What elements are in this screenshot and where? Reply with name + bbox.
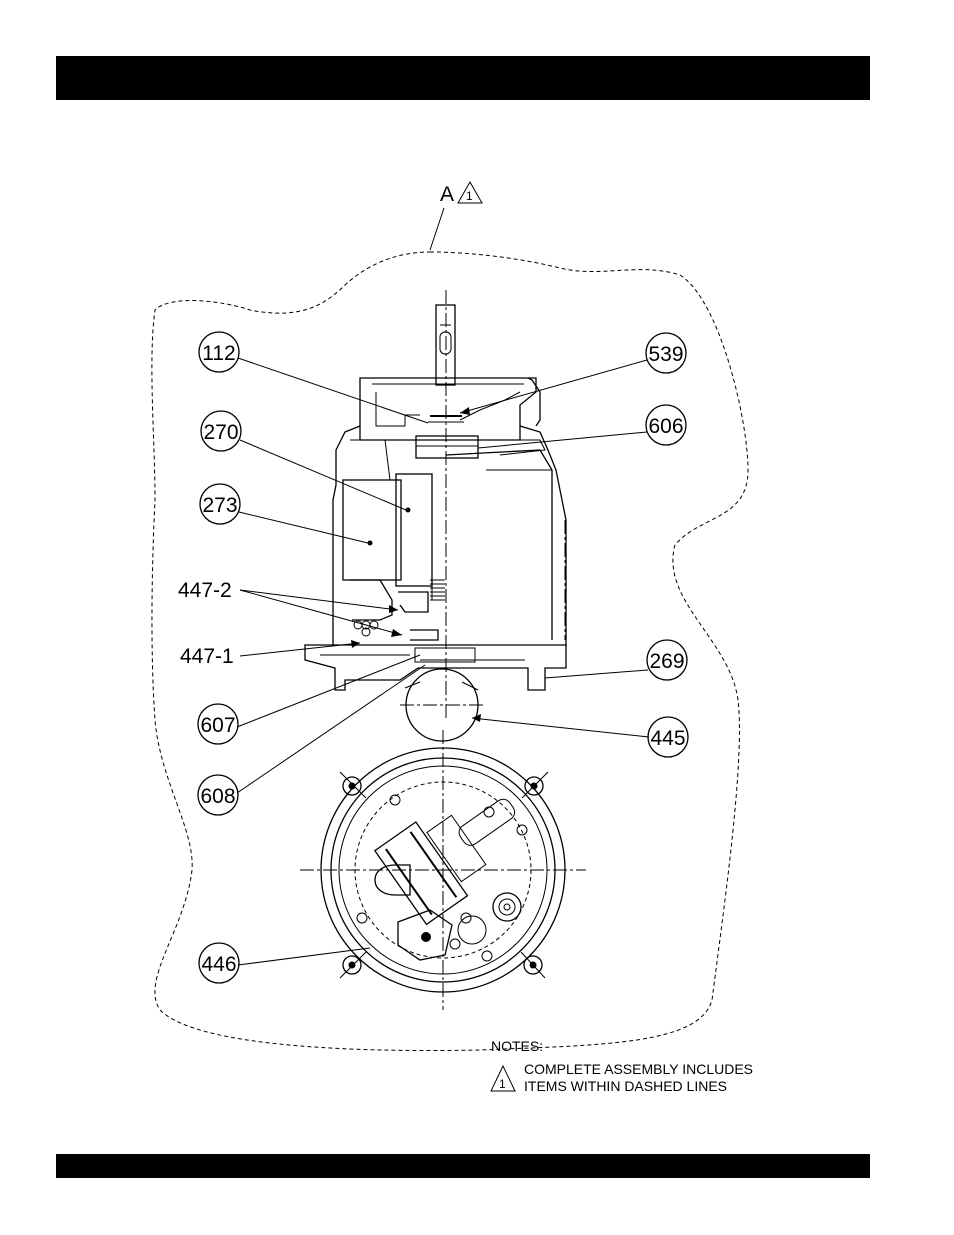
motor-end-view	[300, 730, 586, 1010]
motor-housing	[304, 377, 567, 691]
notes-heading: NOTES:	[491, 1038, 543, 1054]
callout-112: 112	[198, 331, 429, 424]
callout-273: 273	[199, 483, 369, 544]
callout-447-2-label: 447-2	[178, 579, 232, 602]
assembly-note-mark: 1	[466, 189, 473, 203]
callout-446-label: 446	[201, 953, 236, 976]
float-switch	[400, 668, 485, 742]
assembly-letter: A	[440, 183, 454, 206]
header-bar	[56, 56, 870, 100]
callout-607: 607	[197, 654, 421, 745]
notes-triangle-icon	[490, 1064, 516, 1092]
assembly-leader	[429, 207, 445, 251]
callout-445: 445	[471, 714, 689, 758]
notes-block: NOTES: 1 COMPLETE ASSEMBLY INCLUDES ITEM…	[490, 1038, 753, 1094]
callout-269-label: 269	[649, 650, 684, 673]
callout-447-1-label: 447-1	[180, 645, 234, 668]
notes-line-1: COMPLETE ASSEMBLY INCLUDES	[524, 1061, 753, 1077]
callout-539-label: 539	[648, 343, 683, 366]
callout-112-label: 112	[202, 342, 235, 365]
callout-269: 269	[544, 639, 688, 681]
callout-608: 608	[197, 664, 426, 816]
assembly-boundary	[151, 251, 749, 1052]
callout-446: 446	[198, 942, 371, 984]
callout-607-label: 607	[200, 714, 235, 737]
callout-608-label: 608	[200, 785, 235, 808]
callout-447-2: 447-2	[178, 579, 403, 637]
callout-445-label: 445	[650, 727, 685, 750]
footer-bar	[56, 1154, 870, 1178]
callout-273-label: 273	[202, 494, 237, 517]
callout-606-label: 606	[648, 415, 683, 438]
note-triangle-icon	[457, 180, 483, 204]
callout-606: 606	[477, 404, 687, 449]
notes-mark: 1	[499, 1077, 506, 1091]
callout-447-1: 447-1	[180, 640, 361, 668]
motor-shaft	[435, 290, 456, 720]
notes-line-2: ITEMS WITHIN DASHED LINES	[524, 1078, 727, 1094]
callout-539: 539	[459, 332, 687, 415]
callout-270: 270	[200, 410, 407, 511]
callout-270-label: 270	[203, 421, 238, 444]
